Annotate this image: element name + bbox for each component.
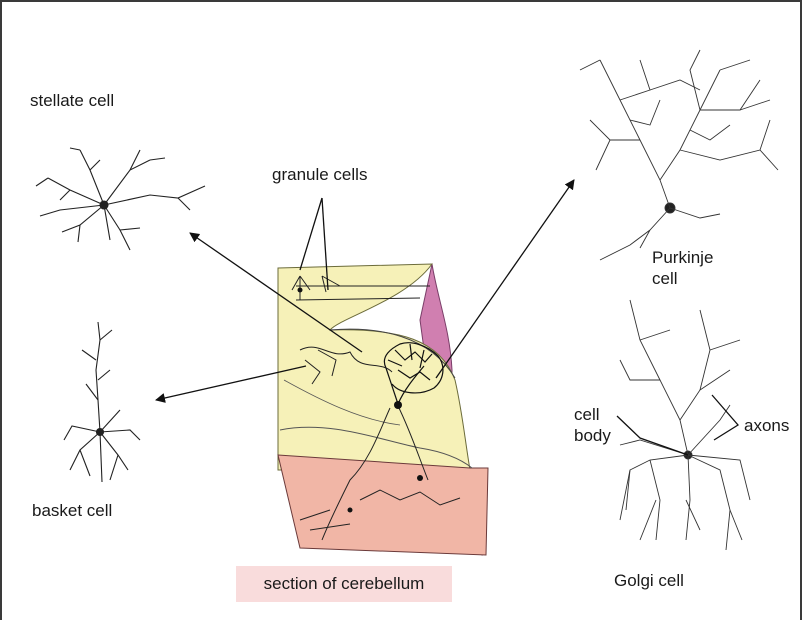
granule-cells-label: granule cells	[272, 164, 367, 185]
basket-cell-label: basket cell	[32, 500, 112, 521]
cell-body-pointer	[617, 416, 688, 455]
granule-pointer-left	[300, 198, 322, 270]
caption-section-of-cerebellum: section of cerebellum	[236, 566, 452, 602]
axons-bracket	[712, 395, 738, 440]
cerebellum-section-block	[278, 264, 488, 555]
golgi-cell-label: Golgi cell	[614, 570, 684, 591]
purkinje-cell-label: Purkinje cell	[652, 247, 713, 289]
axons-label: axons	[744, 415, 789, 436]
arrow-to-purkinje	[436, 180, 574, 378]
purkinje-cell-drawing	[580, 50, 778, 260]
basket-cell-drawing	[64, 322, 140, 482]
stellate-cell-drawing	[36, 148, 205, 250]
cell-body-label: cell body	[574, 404, 611, 446]
golgi-cell-drawing	[620, 300, 750, 550]
stellate-cell-label: stellate cell	[30, 90, 114, 111]
